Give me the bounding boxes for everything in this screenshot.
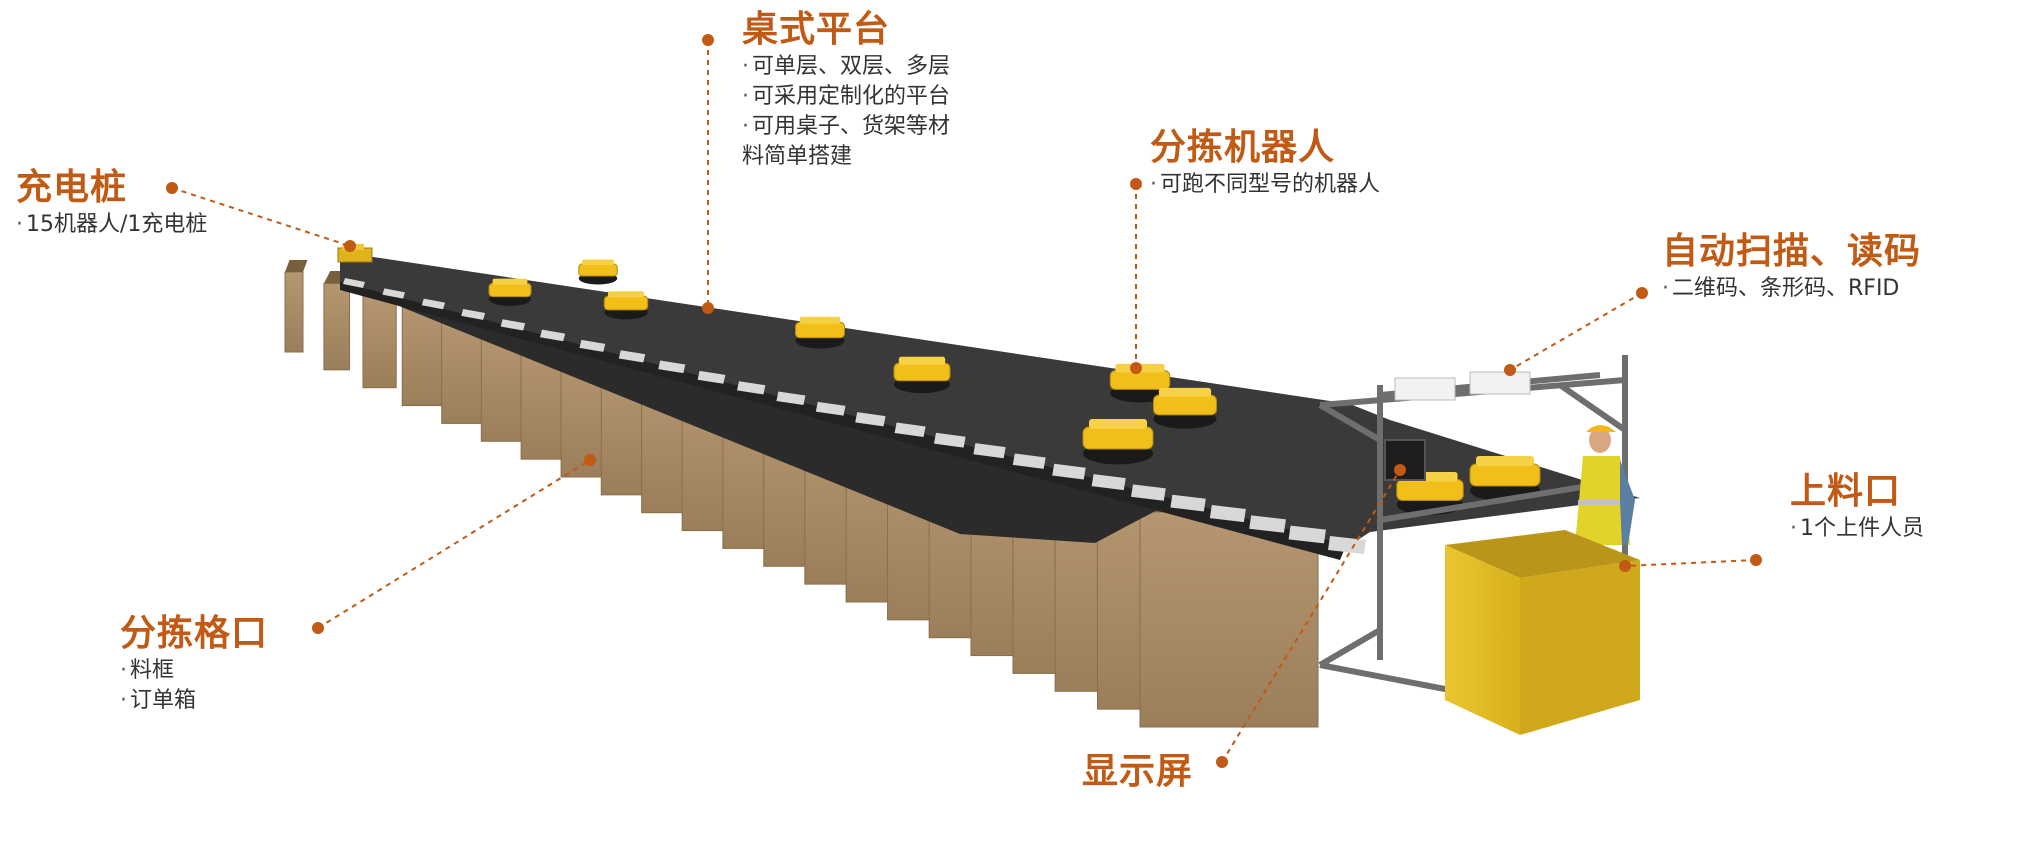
edge-guard xyxy=(500,319,526,331)
callout-scanner: 自动扫描、读码 二维码、条形码、RFID xyxy=(1662,230,1921,304)
edge-guard xyxy=(815,401,846,416)
worker-figure xyxy=(1575,425,1635,545)
edge-guard xyxy=(697,370,726,384)
edge-guard xyxy=(1131,484,1166,501)
callout-continuation: 料简单搭建 xyxy=(742,144,853,169)
edge-guard xyxy=(579,339,606,352)
edge-guard xyxy=(737,381,766,395)
callout-bullet: 料框 xyxy=(120,656,268,686)
feeding-bin xyxy=(1445,530,1640,735)
callout-display: 显示屏 xyxy=(1082,750,1193,794)
platform-edge-guards xyxy=(343,278,1366,554)
edge-guard xyxy=(776,391,806,406)
callout-bullet: 1个上件人员 xyxy=(1790,514,1924,544)
sorting-robot xyxy=(795,316,845,349)
scanner-units xyxy=(1394,371,1531,401)
display-screen xyxy=(1384,439,1426,481)
edge-guard xyxy=(934,432,966,448)
callout-title: 显示屏 xyxy=(1082,751,1194,792)
edge-guard xyxy=(894,422,926,437)
callout-title: 充电桩 xyxy=(16,167,128,208)
callout-bullet: 可用桌子、货架等材 xyxy=(742,112,950,142)
callout-title: 桌式平台 xyxy=(742,9,891,50)
edge-guard xyxy=(540,329,566,342)
edge-guard xyxy=(1288,525,1326,544)
callout-robot: 分拣机器人 可跑不同型号的机器人 xyxy=(1150,126,1380,200)
callout-bullet: 二维码、条形码、RFID xyxy=(1662,274,1921,304)
leader-lines xyxy=(171,40,1757,763)
edge-guard xyxy=(973,443,1006,459)
edge-guard xyxy=(461,308,486,320)
chute-box xyxy=(284,260,308,353)
edge-guard xyxy=(1209,505,1246,523)
leader-dots xyxy=(166,34,1762,768)
callout-charger: 充电桩 15机器人/1充电桩 xyxy=(16,166,207,240)
edge-guard xyxy=(1170,494,1206,512)
sorting-robot xyxy=(578,259,618,285)
edge-guard xyxy=(658,360,686,374)
sorting-robot xyxy=(1153,387,1217,429)
callout-bullet: 15机器人/1充电桩 xyxy=(16,210,207,240)
edge-guard xyxy=(1012,453,1046,469)
edge-guard xyxy=(618,350,646,363)
callout-feeding: 上料口 1个上件人员 xyxy=(1790,470,1924,544)
sorting-robot xyxy=(488,278,532,306)
table-platform xyxy=(340,252,1640,560)
sorting-robot xyxy=(1082,419,1154,465)
callout-bullet: 可采用定制化的平台 xyxy=(742,82,950,112)
callout-chute: 分拣格口 料框 订单箱 xyxy=(120,612,268,716)
edge-guard xyxy=(855,412,886,427)
callout-bullet: 可跑不同型号的机器人 xyxy=(1150,170,1380,200)
edge-guard xyxy=(382,288,406,299)
edge-guard xyxy=(1249,515,1286,533)
callout-title: 分拣机器人 xyxy=(1150,127,1336,168)
callout-platform: 桌式平台 可单层、双层、多层 可采用定制化的平台 可用桌子、货架等材 料简单搭建 xyxy=(742,8,950,172)
edge-guard xyxy=(1328,536,1366,554)
callout-bullet: 订单箱 xyxy=(120,686,268,716)
edge-guard xyxy=(343,278,365,288)
edge-guard xyxy=(421,298,446,310)
callout-title: 分拣格口 xyxy=(120,613,269,654)
callout-title: 自动扫描、读码 xyxy=(1662,231,1922,272)
callout-title: 上料口 xyxy=(1790,471,1902,512)
callout-bullet: 可单层、双层、多层 xyxy=(742,52,950,82)
sorting-robot xyxy=(893,356,951,394)
edge-guard xyxy=(1052,463,1086,480)
edge-guard xyxy=(1091,474,1126,491)
sorting-robot xyxy=(603,291,649,320)
sorting-robots xyxy=(488,259,1541,516)
